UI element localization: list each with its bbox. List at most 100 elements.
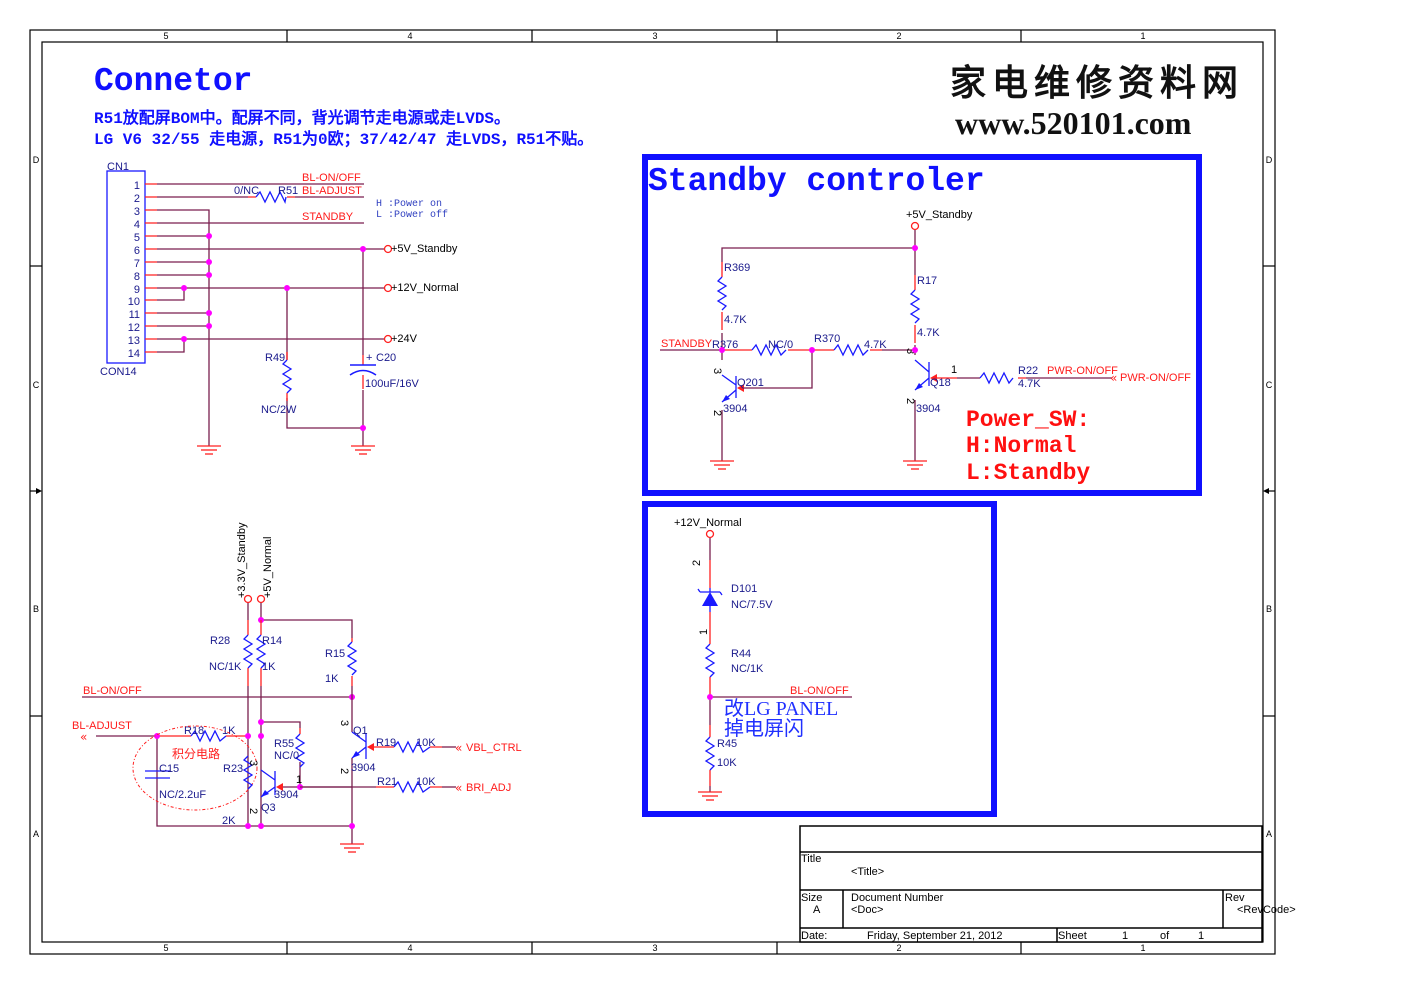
supply-label: +12V_Normal [674, 517, 742, 529]
port-label: +5V_Standby [391, 243, 458, 255]
c20-capacitor: + C20 100uF/16V [349, 352, 419, 390]
pin-number: 14 [128, 348, 140, 360]
net-label-bl-on-off: BL-ON/OFF [790, 685, 849, 697]
d101-zener-diode: D101 NC/7.5V 2 1 [691, 560, 773, 635]
zone-label: C [1266, 380, 1273, 390]
lg-panel-box [642, 501, 997, 817]
r22-ref: R22 [1018, 365, 1038, 377]
date-value: Friday, September 21, 2012 [867, 930, 1003, 942]
r370-value: 4.7K [864, 339, 887, 351]
q3-pin1: 1 [296, 774, 302, 786]
pin-number: 9 [134, 284, 140, 296]
r14-ref: R14 [262, 635, 282, 647]
power-sw-note-3: L:Standby [966, 460, 1090, 486]
c20-ref: C20 [376, 352, 396, 364]
supply-label-5v: +5V_Normal [262, 537, 274, 598]
r44-value: NC/1K [731, 663, 764, 675]
q3-transistor: Q3 3904 3 2 1 [247, 760, 352, 814]
zone-label: C [33, 380, 40, 390]
docnum-value: <Doc> [851, 904, 883, 916]
zone-label: 5 [163, 31, 168, 41]
q3-pin2: 2 [247, 808, 259, 814]
power-port-12v-normal: +12V_Normal [383, 282, 459, 294]
port-arrow-icon: « [455, 781, 462, 795]
cn1-pin-numbers: 1 2 3 4 5 6 7 8 9 10 11 12 13 14 [128, 180, 140, 360]
standby-controller-section: Standby controler +5V_Standby R369 4.7K … [642, 154, 1202, 496]
net-label-pwr: PWR-ON/OFF [1047, 365, 1118, 377]
port-bl-adjust: BL-ADJUST [72, 720, 132, 732]
q201-value: 3904 [723, 403, 747, 415]
q3-pin3: 3 [247, 760, 259, 766]
size-value: A [813, 904, 821, 916]
r370-ref: R370 [814, 333, 840, 345]
c20-value: 100uF/16V [365, 378, 419, 390]
r44-ref: R44 [731, 648, 751, 660]
drawing-frame [29, 29, 1276, 955]
zone-label: 1 [1140, 31, 1145, 41]
rev-value: <RevCode> [1237, 904, 1296, 916]
pin-number: 7 [134, 258, 140, 270]
r369-ref: R369 [724, 262, 750, 274]
port-bri-adj: BRI_ADJ [466, 782, 511, 794]
c15-value: NC/2.2uF [159, 789, 206, 801]
d101-ref: D101 [731, 583, 757, 595]
rev-label: Rev [1225, 892, 1245, 904]
r18-ref: R18 [184, 725, 204, 737]
r376-ref: R376 [712, 339, 738, 351]
cn1-type: CON14 [100, 366, 137, 378]
pin-number: 1 [134, 180, 140, 192]
power-port-icon [256, 594, 266, 604]
zone-label: D [1266, 155, 1273, 165]
section-title-standby: Standby controler [648, 163, 985, 200]
watermark-chinese: 家电维修资料网 [950, 62, 1244, 104]
r55-value: NC/0 [274, 750, 299, 762]
c15-ref: C15 [159, 763, 179, 775]
power-sw-note-2: H:Normal [966, 433, 1076, 459]
date-label: Date: [801, 930, 827, 942]
title-block: Title <Title> Size A Document Number <Do… [799, 825, 1296, 943]
power-sw-note-1: Power_SW: [966, 407, 1090, 433]
zone-label: 3 [652, 943, 657, 953]
r369-value: 4.7K [724, 314, 747, 326]
pin-number: 2 [134, 193, 140, 205]
lg-panel-note-2: 掉电屏闪 [724, 717, 804, 740]
r22-value: 4.7K [1018, 378, 1041, 390]
port-pwr-on-off: PWR-ON/OFF [1120, 372, 1191, 384]
q201-ref: Q201 [737, 377, 764, 389]
r376-value: NC/0 [768, 339, 793, 351]
r45-value: 10K [717, 757, 737, 769]
integrator-circle [132, 725, 258, 811]
r18-value: 1K [222, 725, 236, 737]
pin-number: 13 [128, 335, 140, 347]
r15-ref: R15 [325, 648, 345, 660]
connector-section: Connetor R51放配屏BOM中。配屏不同，背光调节走电源或走LVDS。 … [94, 63, 593, 455]
zone-label: 2 [896, 943, 901, 953]
standby-box [642, 154, 1202, 496]
r45-ref: R45 [717, 738, 737, 750]
lg-panel-section: +12V_Normal D101 NC/7.5V 2 1 R44 NC/1K B… [642, 501, 997, 817]
r21-value: 10K [416, 776, 436, 788]
r23-ref: R23 [223, 763, 243, 775]
q18-transistor: Q18 3904 3 2 1 [904, 348, 957, 415]
zone-label: A [1266, 829, 1272, 839]
r51-value: 0/NC [234, 185, 259, 197]
q18-ref: Q18 [930, 377, 951, 389]
watermark-url: www.520101.com [955, 105, 1192, 141]
ground-icon [697, 785, 723, 801]
zone-label: 4 [407, 31, 412, 41]
watermark: 家电维修资料网 www.520101.com [950, 62, 1244, 141]
pin-number: 12 [128, 322, 140, 334]
port-vbl-ctrl: VBL_CTRL [466, 742, 522, 754]
pin-number: 6 [134, 245, 140, 257]
zone-label: 5 [163, 943, 168, 953]
r49-ref: R49 [265, 352, 285, 364]
sheet-label: Sheet [1058, 930, 1087, 942]
bom-note-line1: R51放配屏BOM中。配屏不同，背光调节走电源或走LVDS。 [94, 108, 510, 128]
ground-icon [350, 439, 376, 455]
of-label: of [1160, 930, 1170, 942]
zone-label: 3 [652, 31, 657, 41]
q18-value: 3904 [916, 403, 940, 415]
pin-number: 8 [134, 271, 140, 283]
standby-note-l: L :Power off [376, 209, 448, 221]
ground-icon [709, 454, 735, 470]
